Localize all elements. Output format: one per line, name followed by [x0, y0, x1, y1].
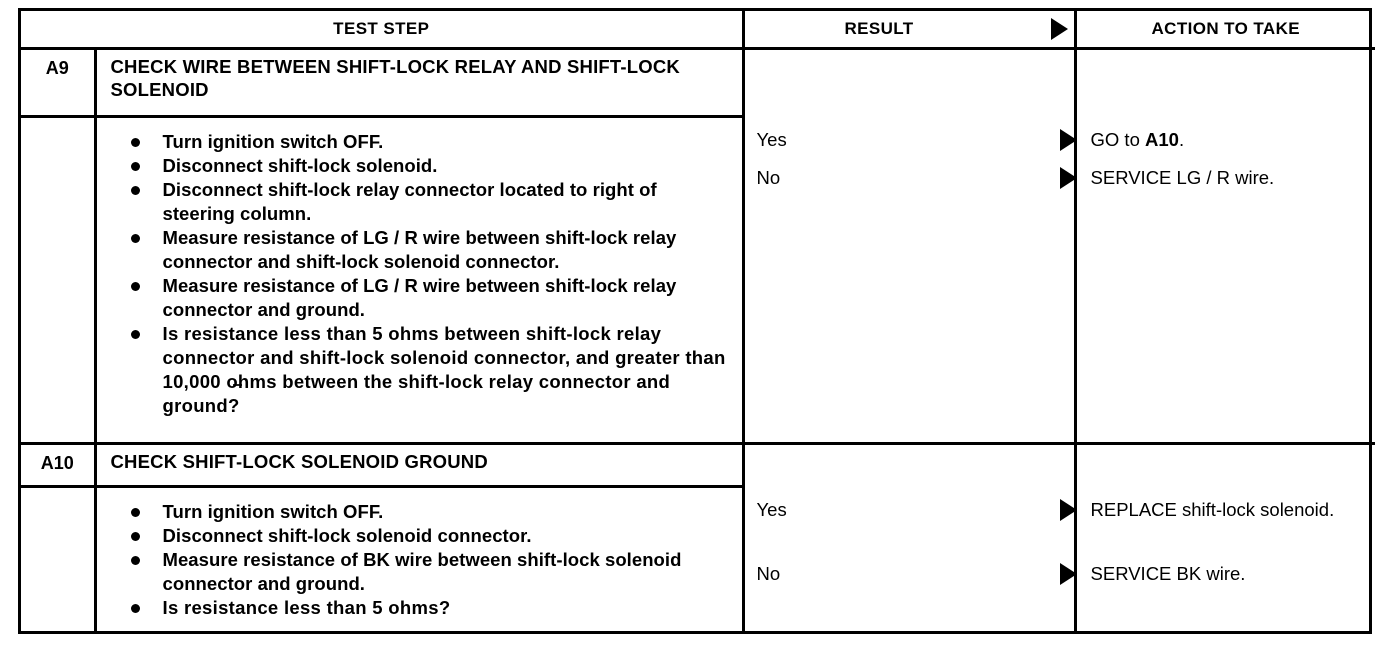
list-item: Disconnect shift-lock solenoid.	[129, 154, 733, 178]
action-list: GO to A10. SERVICE LG / R wire.	[1091, 128, 1375, 204]
list-item: Disconnect shift-lock relay connector lo…	[129, 178, 733, 226]
action-row: GO to A10.	[1091, 128, 1375, 166]
step-title-a9: CHECK WIRE BETWEEN SHIFT-LOCK RELAY AND …	[95, 48, 745, 118]
step-title-action-a10	[1075, 441, 1376, 487]
bullet-text: Disconnect shift-lock solenoid connector…	[162, 524, 532, 546]
result-list: Yes No	[756, 498, 1077, 600]
result-row: No	[756, 562, 1077, 600]
step-title-row-a9: A9 CHECK WIRE BETWEEN SHIFT-LOCK RELAY A…	[21, 48, 1375, 118]
header-test-step: TEST STEP	[21, 11, 745, 50]
result-row: Yes	[756, 498, 1077, 562]
list-item: Measure resistance of BK wire between sh…	[129, 548, 733, 596]
stray-mark	[232, 383, 242, 386]
action-text: GO to	[1090, 129, 1146, 151]
action-text: REPLACE shift-lock solenoid.	[1090, 499, 1335, 521]
list-item: Turn ignition switch OFF.	[129, 130, 733, 154]
step-title-action-a9	[1075, 49, 1375, 117]
bullet-dot-icon	[130, 281, 140, 291]
result-label: No	[756, 563, 781, 585]
action-ref: A10	[1145, 129, 1179, 151]
result-list: Yes No	[756, 128, 1077, 204]
step-title-result-a10	[743, 441, 1077, 487]
bullet-text: Measure resistance of BK wire between sh…	[162, 548, 682, 594]
step-body-row-a9: Turn ignition switch OFF. Disconnect shi…	[21, 116, 1375, 444]
step-actions-a9: GO to A10. SERVICE LG / R wire.	[1075, 116, 1375, 443]
step-body-row-a10: Turn ignition switch OFF. Disconnect shi…	[21, 486, 1375, 631]
step-title-a10: CHECK SHIFT-LOCK SOLENOID GROUND	[95, 441, 745, 488]
step-actions-a10: REPLACE shift-lock solenoid. SERVICE BK …	[1075, 486, 1375, 631]
action-row: SERVICE LG / R wire.	[1091, 166, 1375, 204]
header-result: RESULT	[743, 11, 1077, 50]
diagnostic-table: TEST STEP RESULT ACTION TO TAKE A9 CHECK…	[18, 8, 1376, 634]
list-item: Measure resistance of LG / R wire betwee…	[129, 274, 733, 322]
list-item: Measure resistance of LG / R wire betwee…	[129, 226, 733, 274]
bullet-dot-icon	[130, 185, 140, 195]
triangle-right-icon	[1050, 18, 1068, 40]
bullet-text: Disconnect shift-lock solenoid.	[162, 154, 438, 176]
list-item: Is resistance less than 5 ohms between s…	[129, 322, 733, 418]
bullet-dot-icon	[130, 555, 140, 565]
bullet-dot-icon	[130, 137, 140, 147]
bullet-dot-icon	[130, 329, 140, 339]
triangle-right-icon	[1059, 499, 1077, 522]
bullet-text: Is resistance less than 5 ohms between s…	[162, 322, 726, 417]
result-row: Yes	[756, 128, 1077, 166]
bullet-text: Disconnect shift-lock relay connector lo…	[162, 178, 657, 224]
action-text: SERVICE BK wire.	[1090, 563, 1246, 585]
action-row: SERVICE BK wire.	[1091, 562, 1375, 586]
step-title-row-a10: A10 CHECK SHIFT-LOCK SOLENOID GROUND	[21, 441, 1376, 488]
result-label: No	[756, 167, 781, 189]
step-body-id-spacer-a10	[21, 486, 97, 631]
bullet-text: Turn ignition switch OFF.	[162, 500, 384, 522]
result-row: No	[756, 166, 1077, 204]
triangle-right-icon	[1059, 167, 1077, 190]
bullet-dot-icon	[130, 233, 140, 243]
step-id-a9: A9	[21, 48, 97, 118]
action-row: REPLACE shift-lock solenoid.	[1091, 498, 1375, 562]
bullet-text: Is resistance less than 5 ohms?	[162, 596, 451, 618]
bullet-text: Measure resistance of LG / R wire betwee…	[162, 226, 677, 272]
header-action-to-take: ACTION TO TAKE	[1075, 11, 1376, 50]
table-header-row: TEST STEP RESULT ACTION TO TAKE	[21, 11, 1376, 50]
bullet-dot-icon	[130, 603, 140, 613]
step-results-a9: Yes No	[743, 116, 1077, 444]
bullet-list: Turn ignition switch OFF. Disconnect shi…	[111, 500, 741, 620]
step-bullets-a9: Turn ignition switch OFF. Disconnect shi…	[95, 116, 745, 444]
triangle-right-icon	[1059, 129, 1077, 152]
step-title-result-a9	[743, 48, 1077, 117]
list-item: Turn ignition switch OFF.	[129, 500, 733, 524]
bullet-dot-icon	[130, 507, 140, 517]
step-bullets-a10: Turn ignition switch OFF. Disconnect shi…	[95, 486, 745, 631]
bullet-dot-icon	[130, 531, 140, 541]
result-label: Yes	[756, 129, 787, 151]
bullet-text: Turn ignition switch OFF.	[162, 130, 384, 152]
bullet-dot-icon	[130, 161, 140, 171]
bullet-list: Turn ignition switch OFF. Disconnect shi…	[111, 130, 741, 419]
result-label: Yes	[756, 499, 787, 521]
list-item: Is resistance less than 5 ohms?	[129, 596, 733, 620]
action-suffix: .	[1178, 129, 1185, 151]
step-results-a10: Yes No	[743, 486, 1077, 631]
action-list: REPLACE shift-lock solenoid. SERVICE BK …	[1091, 498, 1375, 586]
list-item: Disconnect shift-lock solenoid connector…	[129, 524, 733, 548]
header-result-label: RESULT	[844, 19, 914, 38]
triangle-right-icon	[1059, 563, 1077, 586]
action-text: SERVICE LG / R wire.	[1090, 167, 1275, 189]
bullet-text: Measure resistance of LG / R wire betwee…	[162, 274, 677, 320]
step-id-a10: A10	[21, 441, 97, 488]
step-body-id-spacer-a9	[21, 116, 97, 444]
